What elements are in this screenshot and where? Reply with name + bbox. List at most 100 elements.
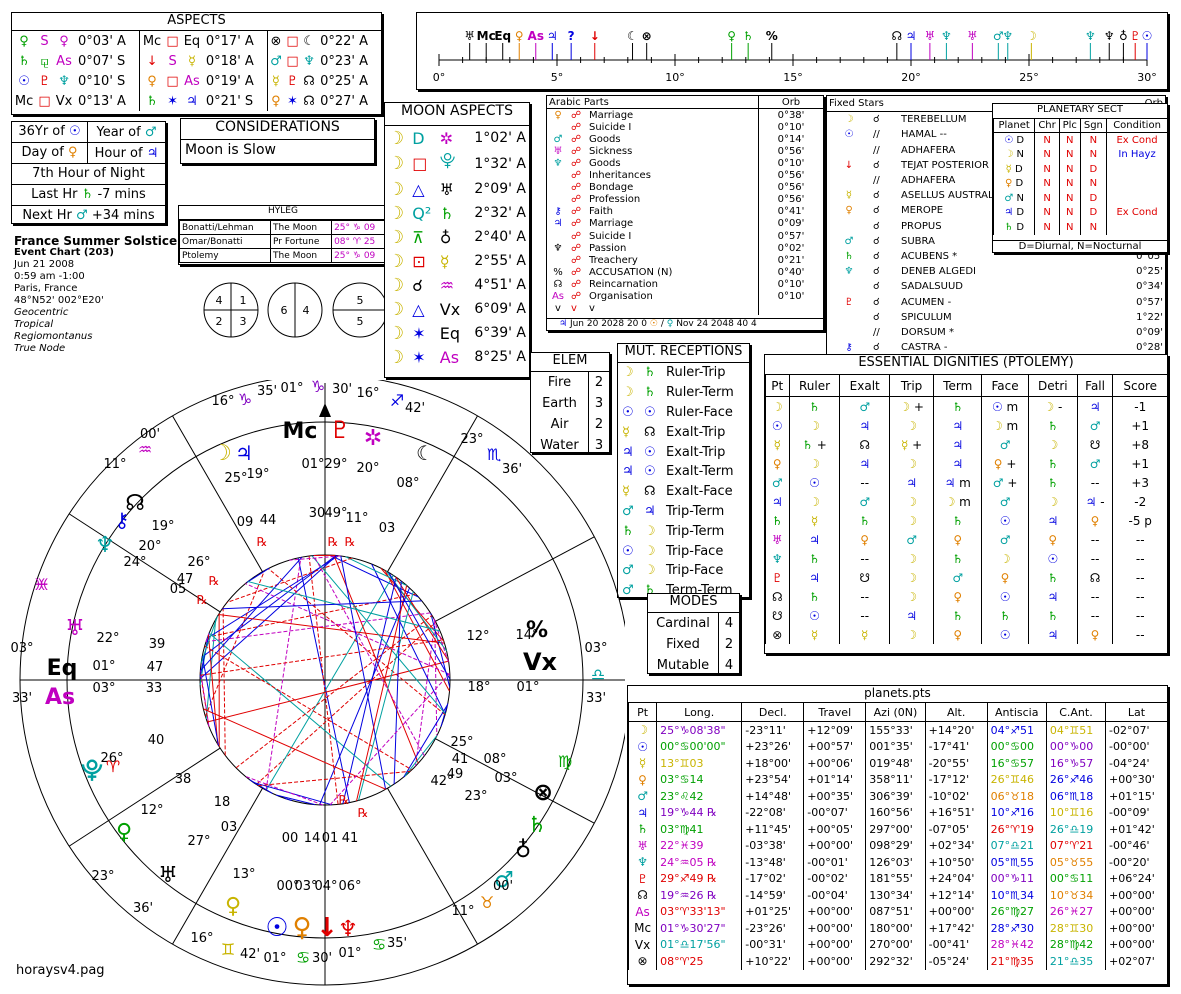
wheel-degree-label: 13° — [232, 867, 255, 882]
reception-type: Exalt-Face — [666, 484, 733, 500]
planet-coloured-cell: 23°♌42 — [656, 788, 742, 805]
wheel-degree-label: 08° — [396, 476, 419, 491]
dignity-glyph: ♅ — [771, 532, 783, 547]
sect-note: D=Diurnal, N=Nocturnal — [993, 240, 1167, 252]
aspect-glyph: S — [40, 33, 49, 49]
planet-coloured-cell: 08°♈25 — [656, 953, 742, 970]
fixed-aspect-glyph: ☌ — [873, 159, 880, 171]
planet-coloured-cell: 26°♎19 — [1045, 821, 1106, 838]
dignity-glyph: ☉ — [999, 513, 1011, 528]
dignity-score: +1 — [1112, 416, 1167, 435]
ruler-planet-glyph: ♆ — [1002, 29, 1013, 43]
dignity-cell: ♃ — [839, 416, 890, 435]
arabic-part-orb: 0°10' — [758, 290, 823, 303]
aspect-line — [345, 556, 408, 587]
arabic-part-name: Sickness — [589, 145, 633, 157]
aspect-orb: 0°17' A — [202, 31, 268, 51]
sect-cell: N — [1034, 220, 1060, 235]
arabic-part-name: Profession — [589, 194, 641, 206]
sect-condition — [1106, 176, 1167, 191]
dignity-score: -- — [1112, 530, 1167, 549]
dignity-row: ♆♄--☽♄☽☉---- — [765, 549, 1167, 568]
sect-head: Condition — [1106, 119, 1167, 133]
planet-cell: +23°26' — [741, 738, 804, 755]
arabic-part-orb: 0°41' — [758, 205, 823, 218]
moon-aspect-orb: 2°40' A — [474, 229, 526, 245]
arabic-part-name: Marriage — [589, 109, 634, 121]
moon-aspect-orb: 2°32' A — [474, 205, 526, 221]
moon-icon: ☽ — [388, 250, 405, 272]
aspect-glyph: ⊗ — [270, 33, 282, 49]
dignity-cell: ♄ — [933, 549, 982, 568]
planet-cell: -00°41' — [924, 936, 988, 953]
ruler-planet-glyph: ♇ — [1130, 29, 1141, 43]
aspect-glyph: ♆ — [58, 73, 70, 89]
planet-row: ♀03°♋14+23°54'+01°14'358°11'-17°12'26°♊4… — [628, 771, 1167, 788]
planet-cell: -04°24' — [1105, 755, 1167, 772]
dignity-glyph: ☽ — [906, 589, 917, 604]
arabic-aspect-glyph: v — [571, 303, 577, 315]
planet-row: ♃19°♑44 ℞-22°08'-00°07'160°56'+16°51'10°… — [628, 804, 1167, 821]
planet-cell: 001°35' — [865, 738, 926, 755]
wheel-cusp-label: 42' — [240, 947, 260, 962]
dignity-glyph: ♀ — [1000, 570, 1010, 585]
fixed-aspect-glyph: ☌ — [873, 281, 880, 293]
dignity-cell: ♃ — [1027, 587, 1078, 606]
arabic-orb-head: Orb — [758, 96, 823, 110]
aspect-line — [226, 557, 353, 603]
dignity-glyph: ♄ — [952, 551, 964, 566]
ruler-planet-glyph: ↓ — [590, 29, 600, 43]
wheel-degree-label: 38 — [175, 772, 192, 787]
wheel-degree-label: 03 — [221, 820, 238, 835]
reception-type: Trip-Term — [666, 503, 725, 519]
planet-glyph: ♅ — [439, 179, 455, 199]
dignity-row: ☿♄ +☊☿ +♃♂☽☋+8 — [765, 435, 1167, 454]
dignity-score: -2 — [1112, 492, 1167, 511]
sect-condition — [1106, 220, 1167, 235]
planets-title: planets.pts — [628, 686, 1167, 703]
arabic-part-orb: 0°10' — [758, 278, 823, 291]
moon-icon: ☽ — [388, 153, 405, 174]
dignity-cell: -- — [839, 587, 890, 606]
aspect-line — [218, 614, 445, 644]
retrograde-mark: ℞ — [197, 593, 208, 607]
planet-coloured-cell: 26°♐46 — [1045, 771, 1106, 788]
fixed-aspect-glyph: // — [873, 144, 880, 156]
planet-coloured-cell: 00°♑11 — [986, 870, 1047, 887]
planet-coloured-cell: 19°♒26 ℞ — [656, 887, 742, 904]
wheel-degree-label: 44 — [260, 513, 277, 528]
planet-cell: +00°00' — [1105, 920, 1167, 937]
fixed-star-orb: 0°57' — [1136, 296, 1163, 308]
planet-cell: -23°26' — [741, 920, 804, 937]
dignity-score: -- — [1112, 568, 1167, 587]
fixed-star-row: ♇☌ACUMEN -0°57' — [827, 294, 1165, 309]
fixed-star-name: CASTRA - — [901, 342, 948, 354]
dignity-cell: ☽ — [888, 416, 934, 435]
dignity-cell: ♃ — [1076, 396, 1113, 416]
arabic-footer-right: Nov 24 2048 40 4 — [676, 319, 757, 329]
circle3-bottom: 5 — [357, 315, 364, 328]
planet-coloured-cell: 26°♈19 — [986, 821, 1047, 838]
dignity-cell: ☉ — [981, 511, 1029, 530]
wheel-degree-label: 12° — [466, 629, 489, 644]
wheel-cusp-label: 00' — [493, 879, 513, 894]
wheel-planet-glyph: ⚷ — [115, 508, 130, 532]
planet-coloured-cell: 05°♏55 — [986, 854, 1047, 871]
dignity-glyph: ☊ — [859, 437, 871, 452]
aspect-orb: 0°25' A — [320, 73, 369, 89]
dignity-glyph: ☊ — [771, 589, 783, 604]
arabic-aspect-glyph: ☍ — [571, 133, 582, 145]
dignity-head: Face — [981, 375, 1029, 397]
